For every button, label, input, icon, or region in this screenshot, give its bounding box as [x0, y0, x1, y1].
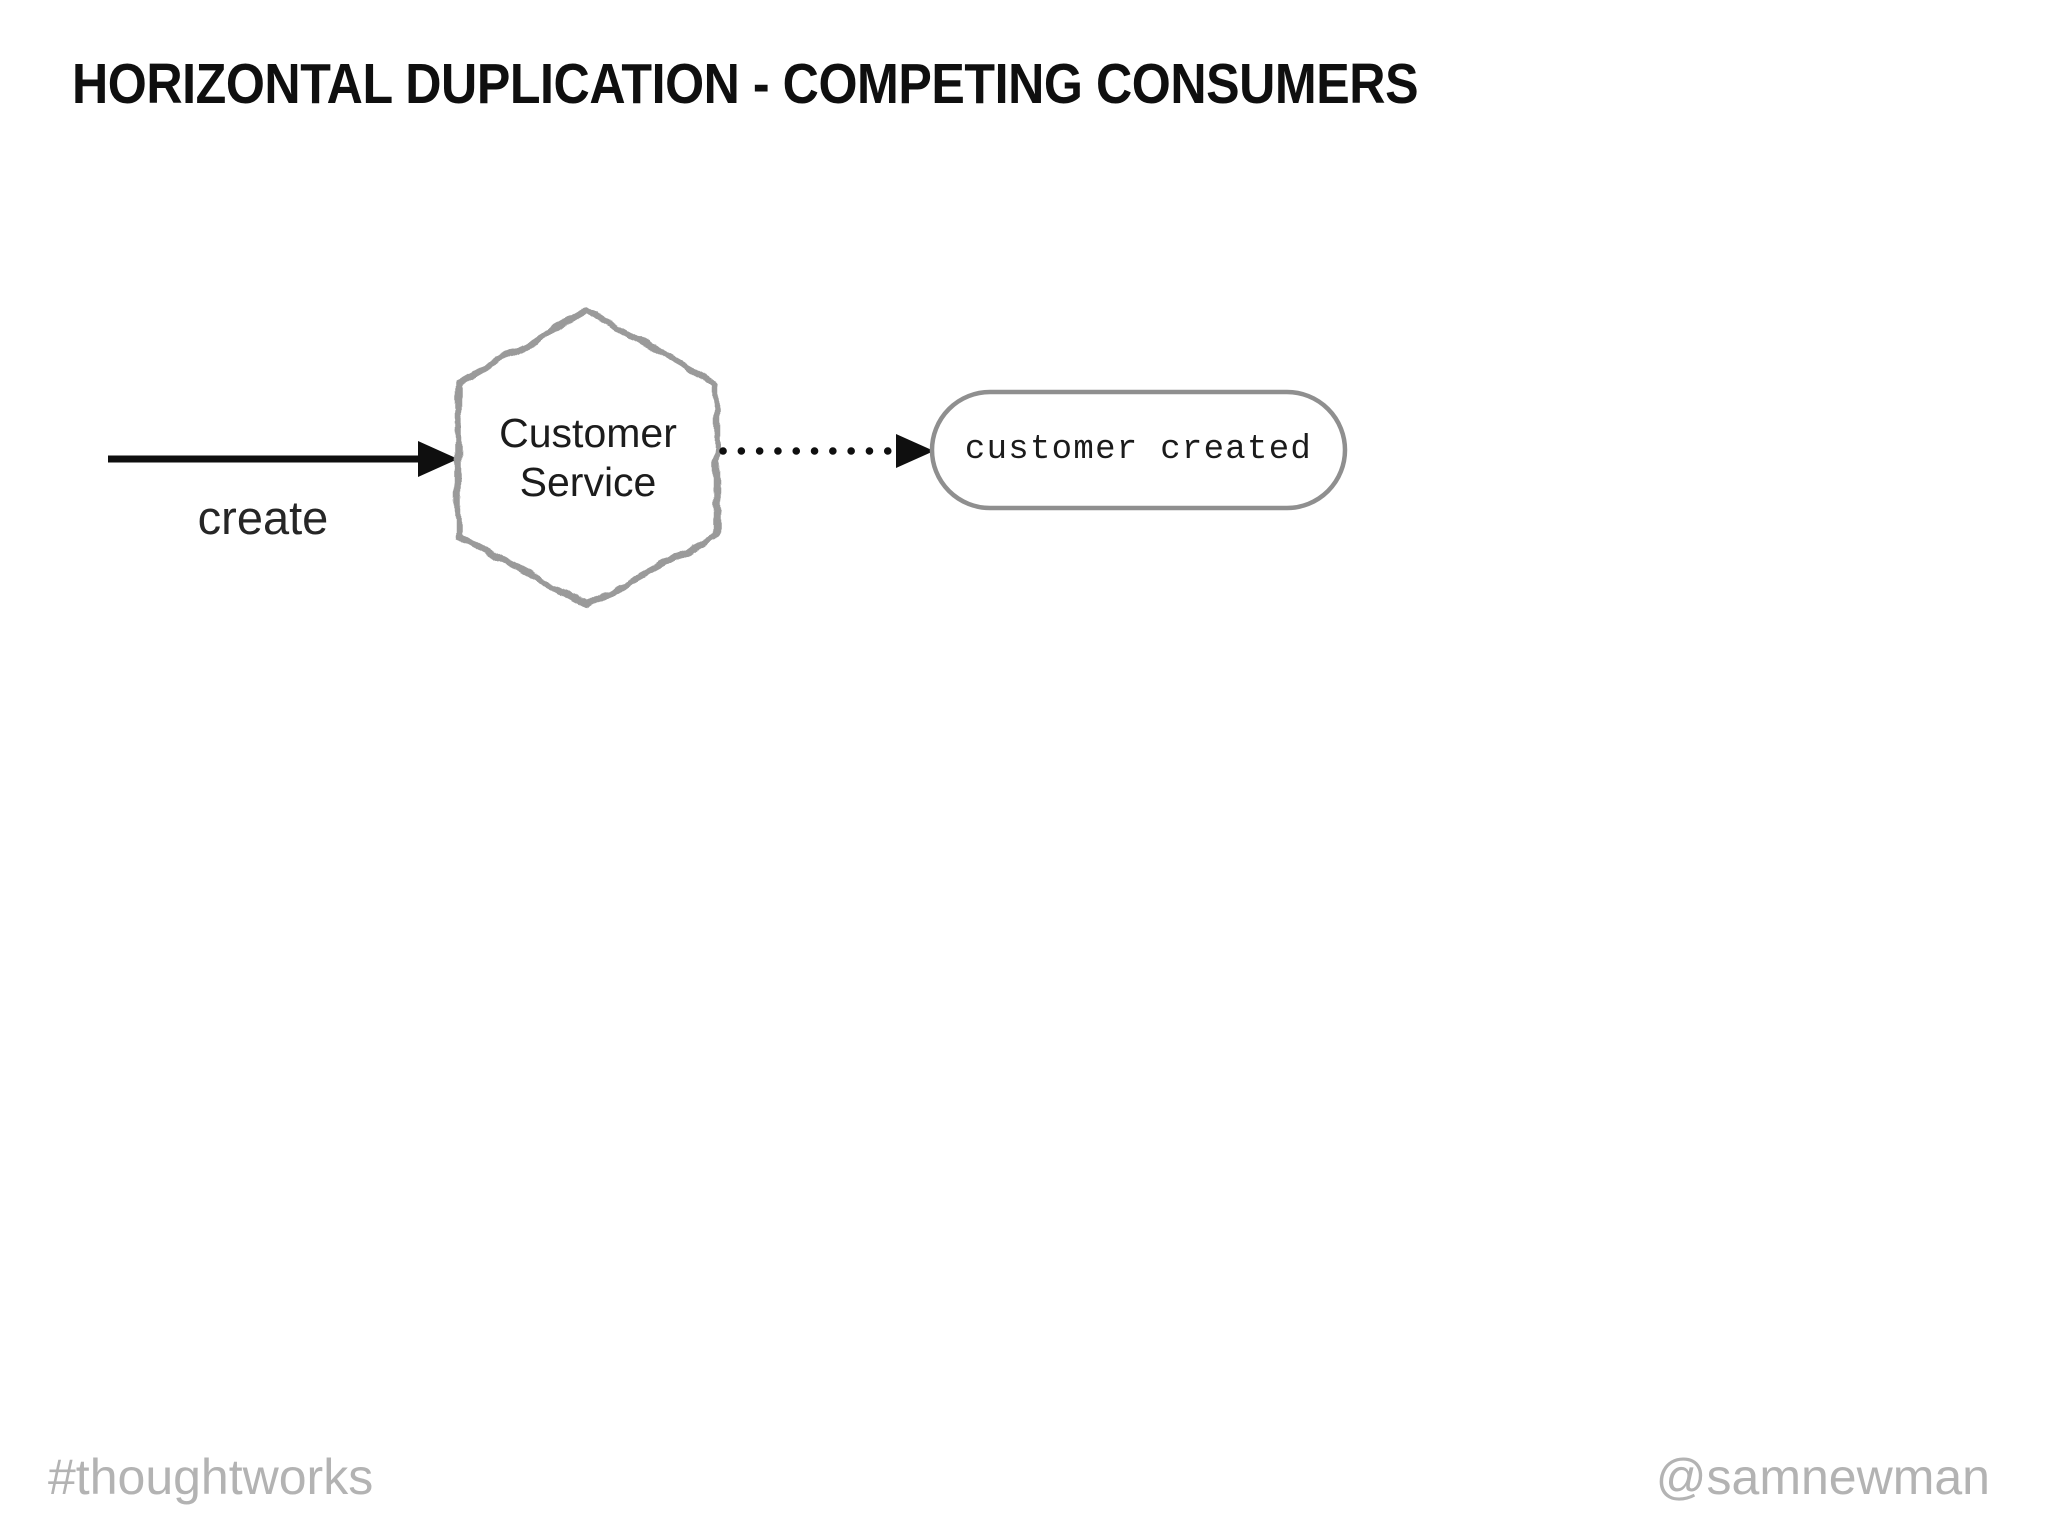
- slide-title: HORIZONTAL DUPLICATION - COMPETING CONSU…: [72, 52, 1419, 116]
- customer-service-hexagon: [454, 306, 721, 609]
- customer-service-label: Customer Service: [499, 409, 677, 505]
- event-pill-label: customer created: [964, 431, 1313, 469]
- footer-handle: @samnewman: [1655, 1449, 1990, 1505]
- footer-hashtag: #thoughtworks: [48, 1449, 374, 1505]
- event-pill: [929, 389, 1348, 511]
- event-arrow: [719, 434, 934, 468]
- create-label: create: [197, 491, 329, 544]
- event-arrowhead-icon: [896, 434, 934, 468]
- create-arrow: [108, 441, 458, 477]
- create-arrowhead-icon: [418, 441, 458, 477]
